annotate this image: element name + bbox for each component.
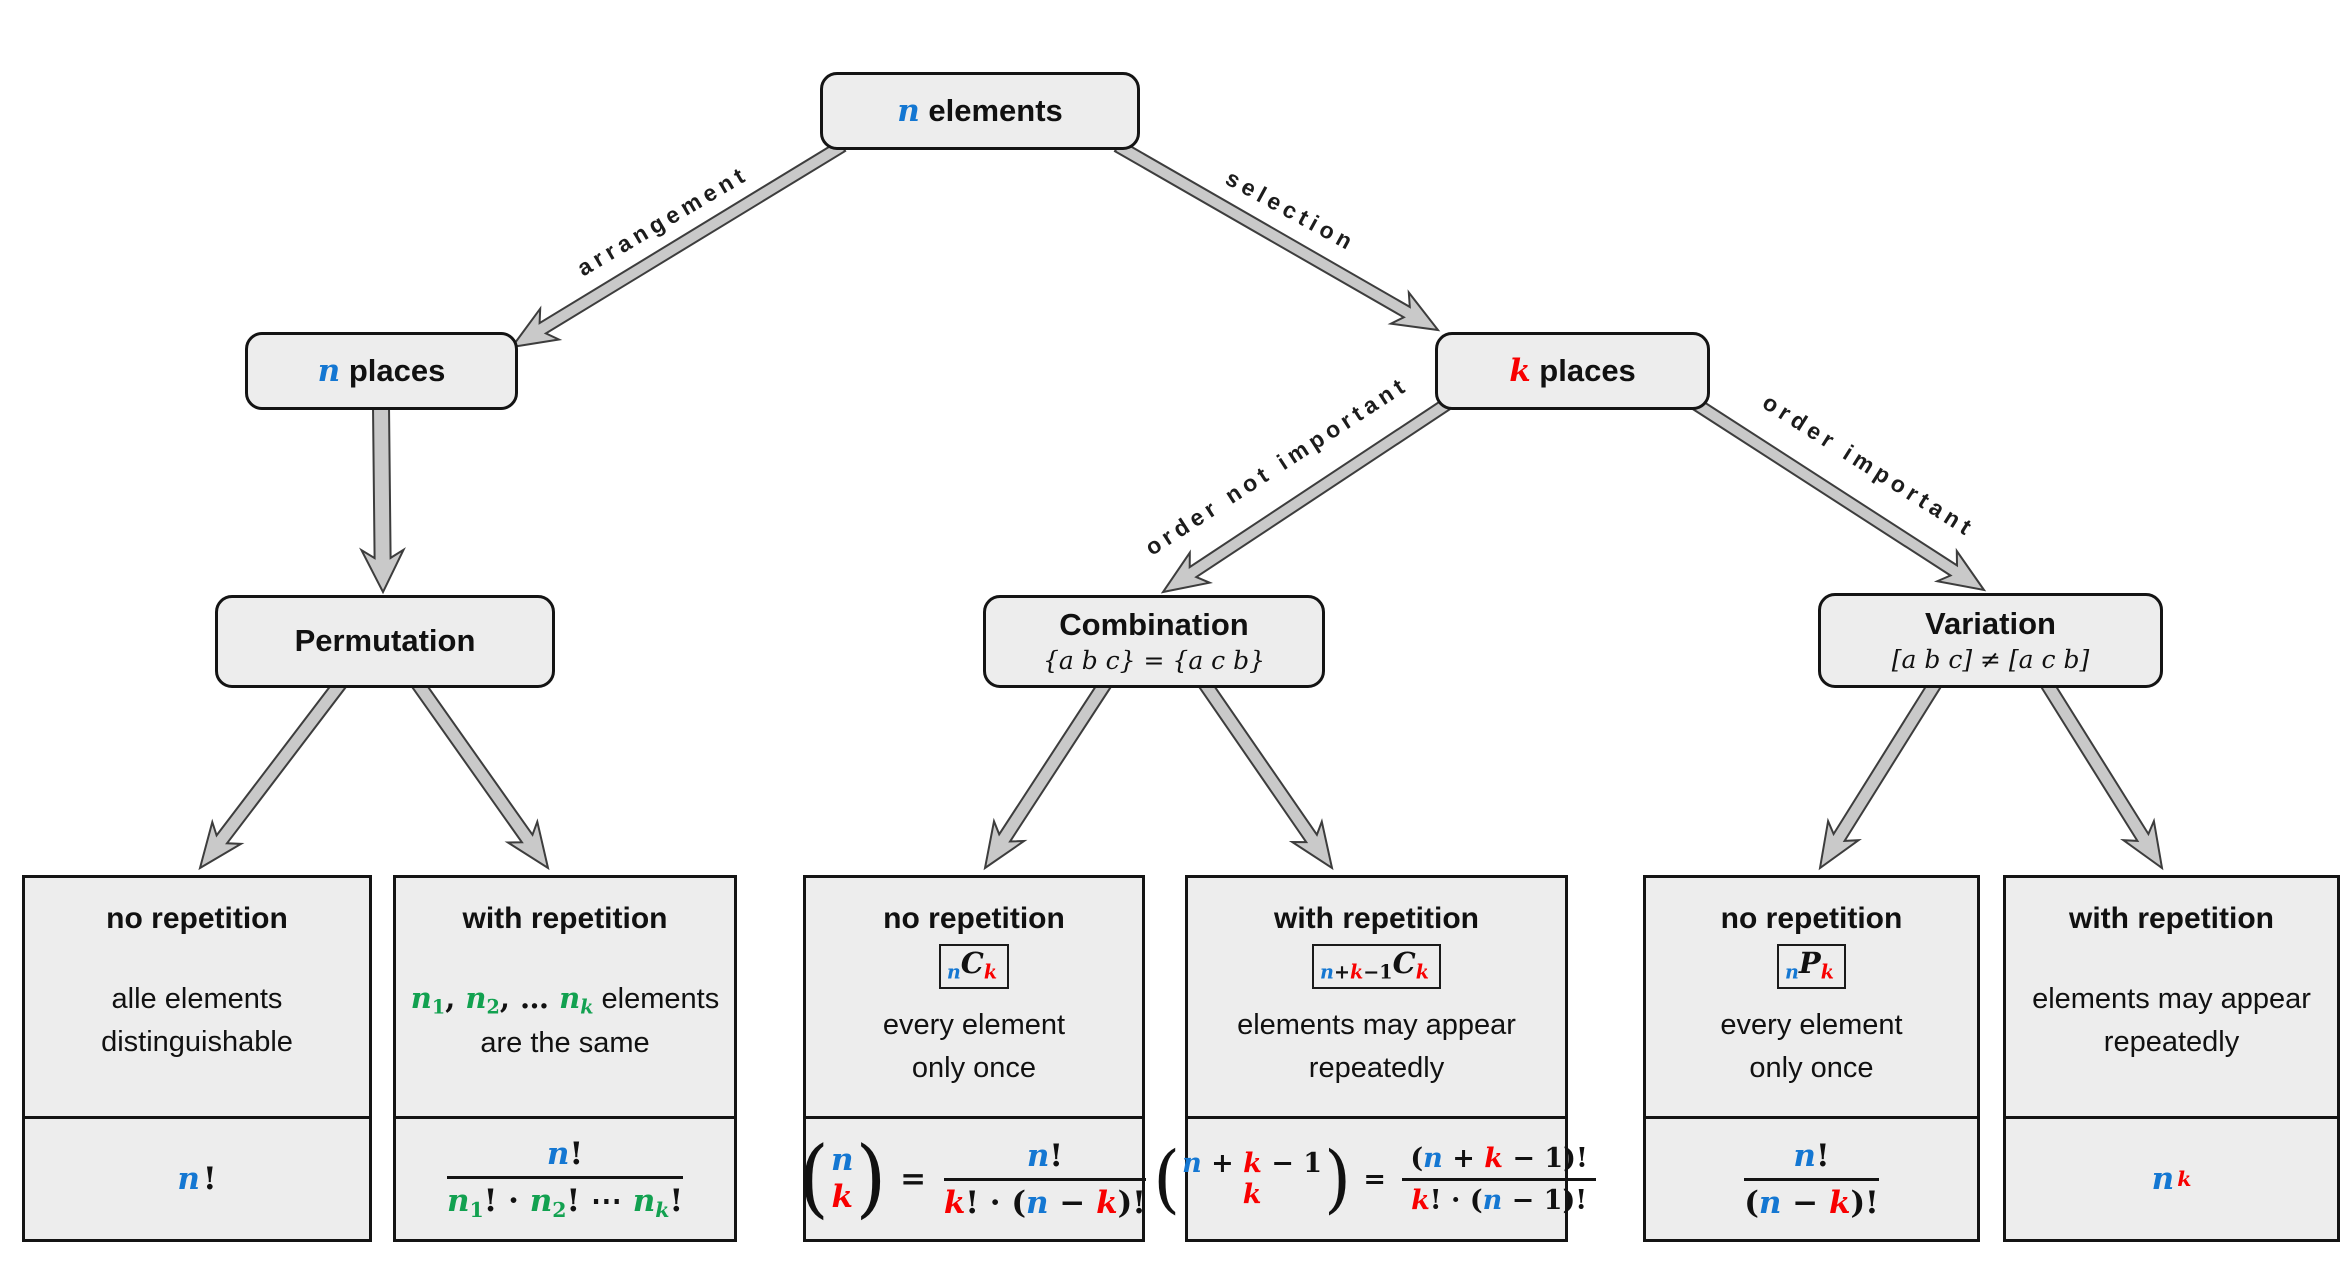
- leaf-description: every element only once: [1720, 989, 1902, 1116]
- arrow-variation-right: [2040, 679, 2164, 871]
- node-label: places: [1530, 352, 1636, 388]
- node-title: Variation: [1925, 605, 2056, 641]
- leaf-description: n1, n2, … nk elements are the same: [411, 936, 719, 1116]
- leaf-combination-no-repetition: no repetition nCk every element only onc…: [798, 875, 1146, 1242]
- leaf-combination-with-repetition: with repetition n+k−1Ck elements may app…: [1153, 875, 1596, 1242]
- arrow-arrangement: [509, 139, 847, 349]
- leaf-description: every element only once: [883, 989, 1065, 1116]
- leaf-title: no repetition: [883, 902, 1065, 935]
- arrow-order-important: [1691, 397, 1987, 592]
- node-title: k places: [1509, 352, 1636, 389]
- arrow-permutation-right: [411, 678, 550, 871]
- desc-line: are the same: [480, 1026, 650, 1059]
- node-title: n elements: [897, 92, 1063, 129]
- math-var-k: k: [1509, 352, 1531, 389]
- node-subtitle: {a b c} = {a c b}: [1042, 646, 1266, 676]
- arrow-variation-left: [1818, 679, 1942, 871]
- desc-line: n1, n2, … nk elements: [410, 980, 720, 1019]
- desc-line: repeatedly: [2103, 1026, 2240, 1058]
- leaf-title: with repetition: [1274, 902, 1479, 935]
- notation-nPk: nPk: [1777, 944, 1846, 989]
- arrow-permutation-left: [198, 678, 347, 871]
- desc-line: elements may appear: [1237, 1008, 1516, 1041]
- leaf-description: elements may appear repeatedly: [1237, 989, 1516, 1116]
- node-subtitle: [a b c] ≠ [a c b]: [1891, 645, 2090, 675]
- arrow-combination-left: [983, 679, 1112, 871]
- leaf-description: elements may appear repeatedly: [2032, 936, 2311, 1116]
- arrow-n-places-to-permutation: [358, 404, 406, 595]
- leaf-title: with repetition: [2069, 902, 2274, 935]
- leaf-title: no repetition: [106, 902, 288, 935]
- leaf-title: with repetition: [462, 902, 668, 935]
- leaf-formula: n!: [25, 1116, 369, 1239]
- leaf-formula: n!(n − k)!: [1646, 1116, 1977, 1239]
- desc-line: every element: [1720, 1008, 1903, 1041]
- desc-line: alle elements: [111, 982, 283, 1015]
- desc-line: only once: [911, 1052, 1037, 1085]
- leaf-variation-no-repetition: no repetition nPk every element only onc…: [1643, 875, 1980, 1242]
- node-title: Permutation: [294, 623, 476, 659]
- math-var-n: n: [317, 352, 341, 389]
- leaf-body: no repetition nPk every element only onc…: [1646, 878, 1977, 1116]
- leaf-body: with repetition elements may appear repe…: [2006, 878, 2337, 1116]
- leaf-body: with repetition n1, n2, … nk elements ar…: [396, 878, 734, 1116]
- node-k-places: k places: [1435, 332, 1710, 410]
- desc-line: every element: [882, 1008, 1066, 1041]
- leaf-formula: n!n1! · n2! ⋯ nk!: [396, 1116, 734, 1239]
- notation-n-plus-k-minus-1-Ck: n+k−1Ck: [1312, 944, 1441, 989]
- node-title: Combination: [1059, 606, 1249, 642]
- arrow-order-not-important: [1160, 395, 1455, 594]
- node-variation: Variation [a b c] ≠ [a c b]: [1818, 593, 2163, 688]
- leaf-body: no repetition alle elements distinguisha…: [25, 878, 369, 1116]
- arrow-selection: [1113, 139, 1441, 332]
- leaf-permutation-with-repetition: with repetition n1, n2, … nk elements ar…: [393, 875, 737, 1242]
- node-permutation: Permutation: [215, 595, 555, 688]
- desc-line: repeatedly: [1308, 1052, 1445, 1085]
- node-n-places: n places: [245, 332, 518, 410]
- math-var-n: n: [897, 92, 920, 129]
- desc-line: elements may appear: [2032, 982, 2311, 1015]
- leaf-variation-with-repetition: with repetition elements may appear repe…: [2003, 875, 2340, 1242]
- leaf-title: no repetition: [1720, 902, 1903, 935]
- leaf-permutation-no-repetition: no repetition alle elements distinguisha…: [22, 875, 372, 1242]
- leaf-description: alle elements distinguishable: [101, 936, 293, 1116]
- desc-line: distinguishable: [101, 1026, 293, 1058]
- node-title: n places: [317, 352, 446, 389]
- notation-nCk: nCk: [938, 944, 1010, 989]
- node-combination: Combination {a b c} = {a c b}: [983, 595, 1325, 688]
- node-label: places: [340, 352, 446, 388]
- desc-line: only once: [1749, 1052, 1874, 1085]
- arrow-combination-right: [1198, 678, 1334, 871]
- node-label: elements: [919, 92, 1063, 128]
- leaf-body: no repetition nCk every element only onc…: [806, 878, 1142, 1116]
- leaf-body: with repetition n+k−1Ck elements may app…: [1188, 878, 1565, 1116]
- node-n-elements: n elements: [820, 72, 1140, 150]
